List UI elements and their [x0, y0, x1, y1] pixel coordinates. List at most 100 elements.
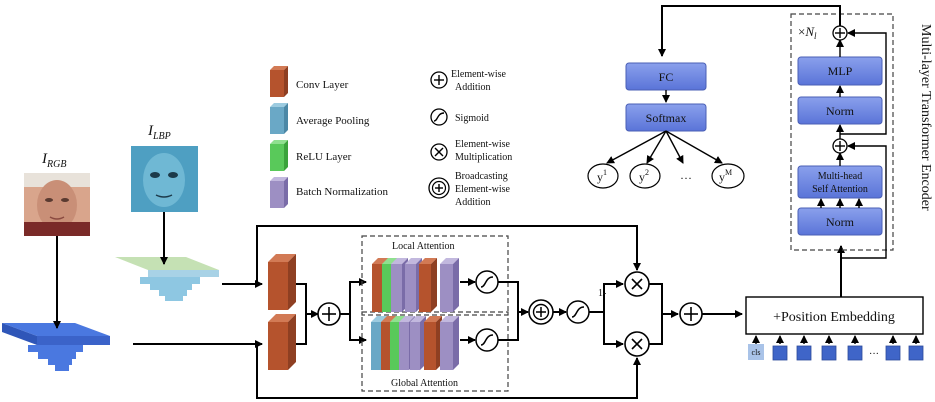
- encoder-add-2: [832, 25, 848, 41]
- cls-token-label: cls: [752, 348, 761, 357]
- output-ym: yM: [711, 163, 745, 189]
- patch-token: [796, 345, 812, 361]
- legend-relu: ReLU Layer: [270, 140, 352, 171]
- position-embedding-label: +Position Embedding: [773, 310, 895, 325]
- global-sigmoid-node: [475, 328, 499, 352]
- global-attention-layers: [371, 316, 459, 370]
- token-ellipsis: ···: [869, 349, 879, 360]
- patch-token: [821, 345, 837, 361]
- legend-add-line2: Addition: [455, 82, 491, 93]
- repeat-count: ×Nl: [798, 24, 817, 41]
- lbp-input-group: ILBP: [115, 123, 219, 301]
- patch-token: [908, 345, 924, 361]
- encoder-add-1: [832, 138, 848, 154]
- multiply-node-top: [624, 271, 650, 297]
- output-branches: [606, 130, 723, 164]
- legend-mul: Element-wise Multiplication: [430, 139, 512, 163]
- broadcast-add-node: [528, 299, 554, 325]
- lbp-face-image: [131, 146, 198, 212]
- local-attention-box: [361, 235, 509, 316]
- i-lbp-label: I: [147, 123, 154, 139]
- global-bn-3: [440, 316, 459, 370]
- encoder-repeat-box: [790, 13, 894, 251]
- svg-text:Norm: Norm: [826, 215, 855, 229]
- svg-text:yM: yM: [719, 168, 732, 184]
- global-bn-2: [410, 316, 426, 370]
- local-attention-layers: [372, 258, 459, 312]
- local-sigmoid-node: [475, 270, 499, 294]
- legend-bcast-line1: Broadcasting: [455, 171, 508, 182]
- svg-text:Norm: Norm: [826, 104, 855, 118]
- legend-add-line1: Element-wise: [451, 69, 507, 80]
- svg-text:Multi-head: Multi-head: [818, 171, 862, 182]
- patch-token: [847, 345, 863, 361]
- gate-sigmoid-node: [566, 300, 590, 324]
- cls-to-fc-arrow: [658, 5, 841, 57]
- relu-swatch: [270, 144, 284, 171]
- output-ellipsis: ···: [680, 171, 692, 185]
- legend-sigmoid-label: Sigmoid: [455, 113, 489, 124]
- transformer-encoder: ×Nl Multi-layer Transformer Encoder Norm…: [790, 13, 933, 259]
- legend-conv: Conv Layer: [270, 66, 349, 97]
- legend-sigmoid: Sigmoid: [430, 108, 489, 126]
- final-add-node: [679, 302, 703, 326]
- conv-rgb-block: [268, 314, 296, 370]
- legend-bn: Batch Normalization: [270, 177, 388, 208]
- rgb-feature-pyramid: [2, 323, 110, 371]
- rgb-face-image: [24, 173, 90, 236]
- encoder-title: Multi-layer Transformer Encoder: [918, 24, 933, 211]
- local-attention-label: Local Attention: [392, 241, 455, 252]
- mlp-block: MLP: [797, 56, 883, 86]
- i-lbp-subscript: LBP: [152, 131, 171, 142]
- patch-token: [772, 345, 788, 361]
- norm-bottom-block: Norm: [797, 207, 883, 236]
- svg-text:IRGB: IRGB: [41, 151, 66, 170]
- rgb-input-group: IRGB: [2, 151, 110, 371]
- svg-text:y2: y2: [639, 168, 649, 184]
- svg-text:Softmax: Softmax: [646, 111, 687, 125]
- output-y2: y2: [629, 163, 661, 189]
- svg-text:MLP: MLP: [828, 64, 853, 78]
- norm-top-block: Norm: [797, 96, 883, 125]
- local-conv-2: [419, 258, 437, 312]
- mha-block: Multi-head Self Attention: [797, 165, 883, 199]
- legend-mul-line2: Multiplication: [455, 152, 512, 163]
- lbp-skip-connection: [256, 225, 641, 284]
- one-minus-label: 1-: [598, 288, 606, 299]
- cls-token: [748, 344, 764, 360]
- svg-text:y1: y1: [597, 168, 607, 184]
- rgb-skip-connection: [256, 344, 641, 399]
- conv-swatch: [270, 70, 284, 97]
- sigmoid-icon: [430, 108, 448, 126]
- patch-token: [885, 345, 901, 361]
- legend-bcast-line3: Addition: [455, 197, 491, 208]
- legend-bcast-line2: Element-wise: [455, 184, 511, 195]
- bn-swatch: [270, 181, 284, 208]
- output-y1: y1: [587, 163, 619, 189]
- legend-conv-label: Conv Layer: [296, 79, 349, 91]
- legend-bcast: Broadcasting Element-wise Addition: [428, 171, 511, 208]
- conv-lbp-block: [268, 254, 296, 310]
- fusion-add-node: [317, 302, 341, 326]
- legend-add: Element-wise Addition: [430, 69, 507, 93]
- softmax-block: Softmax: [625, 103, 707, 132]
- legend: Conv Layer Average Pooling ReLU Layer Ba…: [270, 66, 512, 208]
- legend-avgpool: Average Pooling: [270, 103, 370, 134]
- svg-text:FC: FC: [659, 70, 674, 84]
- token-row: cls ···: [748, 335, 924, 361]
- i-rgb-subscript: RGB: [46, 159, 66, 170]
- legend-relu-label: ReLU Layer: [296, 151, 352, 163]
- avgpool-swatch: [270, 107, 284, 134]
- i-rgb-label: I: [41, 151, 48, 167]
- position-embedding-block: +Position Embedding: [745, 296, 924, 335]
- legend-mul-line1: Element-wise: [455, 139, 511, 150]
- svg-text:ILBP: ILBP: [147, 123, 171, 142]
- lbp-feature-pyramid: [115, 257, 219, 301]
- fc-block: FC: [625, 62, 707, 91]
- svg-text:Self Attention: Self Attention: [812, 184, 868, 195]
- global-attention-box: [361, 311, 509, 392]
- feature-fusion: [133, 254, 367, 370]
- global-conv-2: [424, 316, 442, 370]
- global-attention-label: Global Attention: [391, 378, 458, 389]
